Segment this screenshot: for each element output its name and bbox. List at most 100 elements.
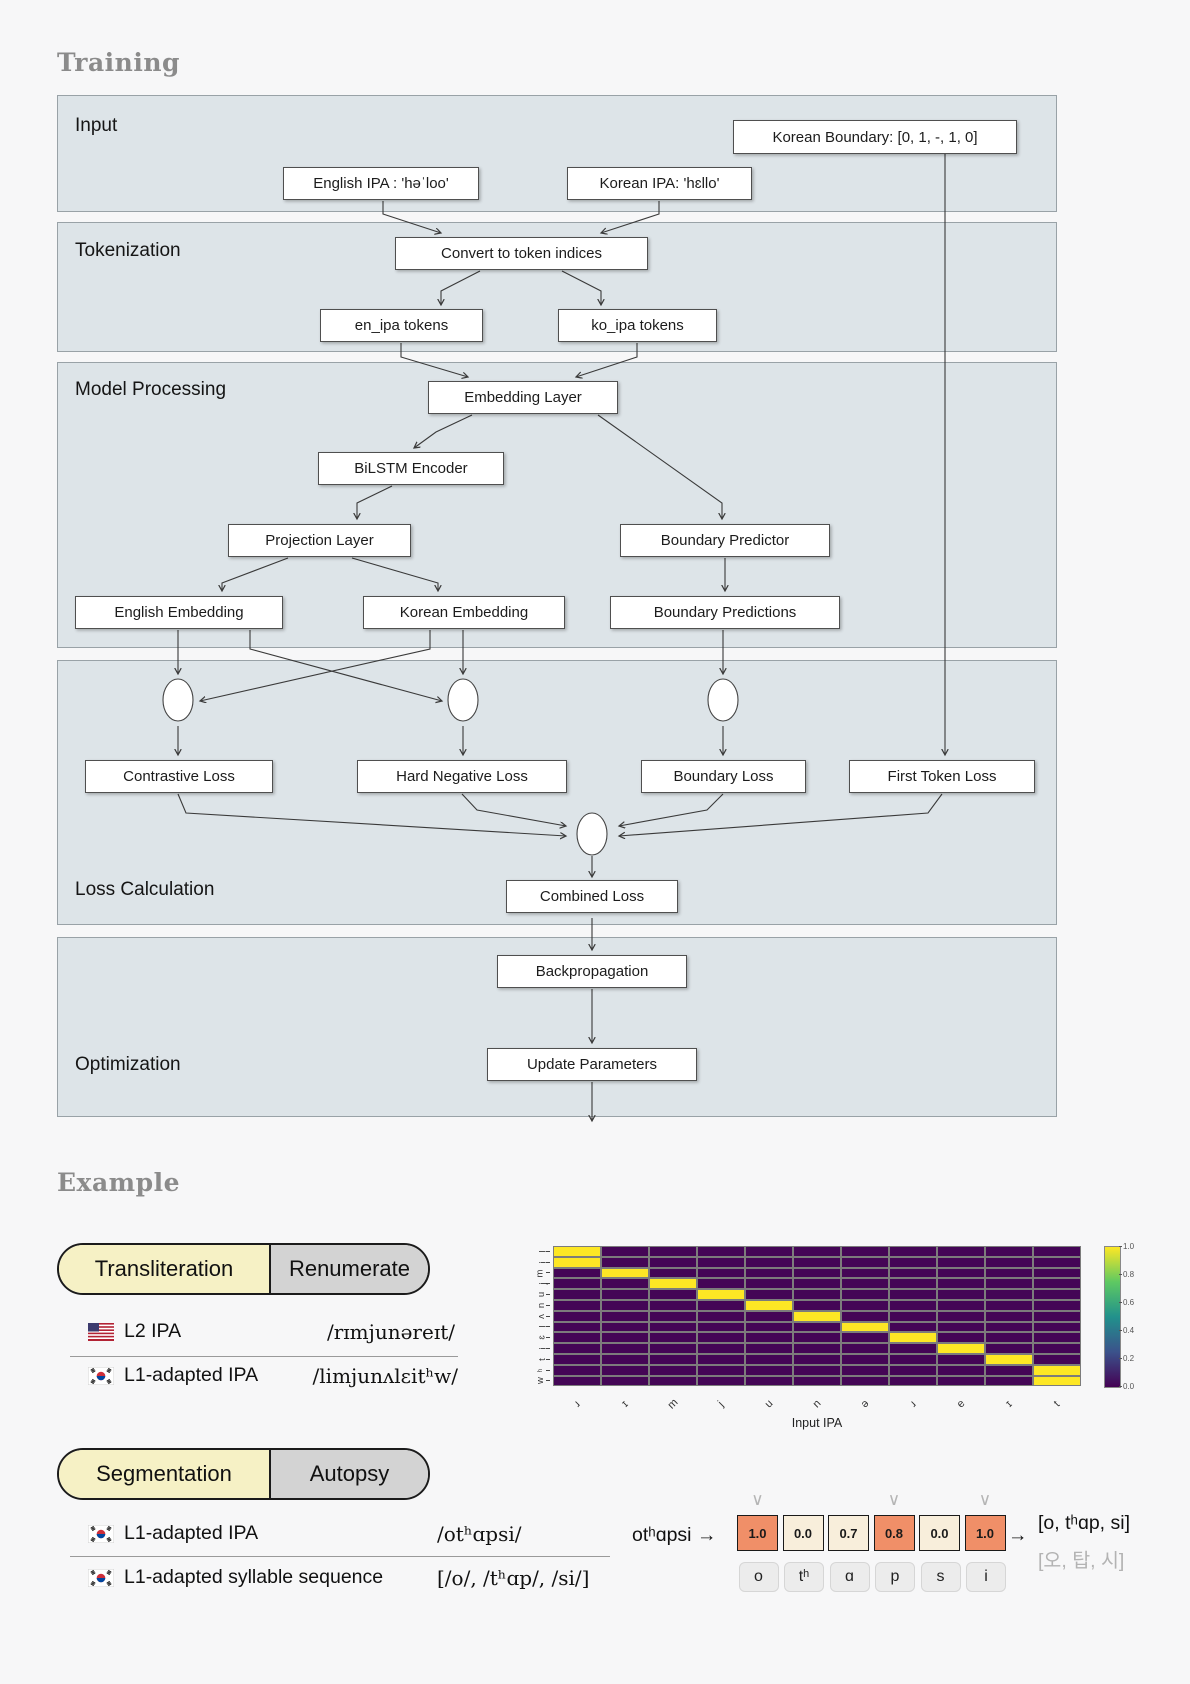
tab-segmentation[interactable]: Segmentation: [59, 1450, 271, 1498]
heatmap-cell: [553, 1364, 601, 1376]
l2-ipa-row-label: L2 IPA: [88, 1320, 181, 1343]
colorbar-tick-label: 0.0: [1123, 1382, 1135, 1391]
boundary-score-box: 1.0: [964, 1515, 1006, 1551]
heatmap-cell: [553, 1267, 601, 1279]
heatmap-cell: [601, 1267, 649, 1279]
heatmap-cell: [793, 1353, 841, 1365]
heatmap-cell: [553, 1343, 601, 1354]
heatmap-x-axis-title: Input IPA: [791, 1416, 843, 1430]
l2-ipa-label: L2 IPA: [124, 1320, 182, 1342]
heatmap-cell: [793, 1289, 841, 1300]
seg-syllable-value: [/o/, /tʰɑp/, /si/]: [437, 1566, 590, 1590]
boundary-caret-icon: ∨: [887, 1490, 901, 1509]
heatmap-cell: [985, 1278, 1033, 1290]
heatmap-y-tick: ʰ: [516, 1365, 550, 1376]
heatmap-cell: [937, 1256, 985, 1268]
heatmap-y-tick: u: [516, 1289, 550, 1300]
kr-flag-icon: [88, 1568, 114, 1587]
heatmap-cell: [889, 1353, 937, 1365]
node-combined-loss: Combined Loss: [506, 880, 678, 913]
node-convert-to-token-indices: Convert to token indices: [395, 237, 648, 270]
heatmap-cell: [889, 1375, 937, 1387]
heatmap-cell: [841, 1321, 889, 1333]
heatmap-cell: [697, 1310, 745, 1322]
heatmap-cell: [937, 1364, 985, 1376]
heatmap-cell: [745, 1289, 793, 1300]
boundary-score-box: 0.0: [919, 1515, 960, 1551]
node-english-embedding: English Embedding: [75, 596, 283, 629]
heatmap-cell: [697, 1353, 745, 1365]
kr-flag-icon: [88, 1524, 114, 1543]
heatmap-y-tick: n: [516, 1300, 550, 1311]
node-contrastive-loss: Contrastive Loss: [85, 760, 273, 793]
heatmap-cell: [745, 1375, 793, 1387]
tab-autopsy[interactable]: Autopsy: [271, 1450, 428, 1498]
colorbar-tick: [1119, 1358, 1122, 1359]
heatmap-cell: [649, 1256, 697, 1268]
heatmap-cell: [1033, 1267, 1081, 1279]
colorbar-tick-label: 0.2: [1123, 1354, 1135, 1363]
heatmap-cell: [553, 1246, 601, 1257]
heatmap-cell: [889, 1267, 937, 1279]
heatmap-cell: [601, 1321, 649, 1333]
boundary-caret-icon: ∨: [978, 1490, 992, 1509]
heatmap-cell: [937, 1299, 985, 1311]
heatmap-y-tick: i: [537, 1261, 550, 1264]
heatmap-cell: [1033, 1343, 1081, 1354]
heatmap-cell: [601, 1343, 649, 1354]
heatmap-cell: [1033, 1289, 1081, 1300]
right-arrow-icon: →: [1008, 1524, 1028, 1546]
phoneme-token-chip: tʰ: [784, 1562, 824, 1592]
phoneme-token-chip: ɑ: [829, 1562, 870, 1592]
heatmap-cell: [841, 1267, 889, 1279]
heatmap-cell: [553, 1289, 601, 1300]
heatmap-cell: [937, 1310, 985, 1322]
heatmap-cell: [889, 1289, 937, 1300]
phoneme-token-chip: o: [738, 1562, 779, 1592]
heatmap-cell: [649, 1246, 697, 1257]
heatmap-cell: [985, 1332, 1033, 1344]
seg-syllable-row-label: L1-adapted syllable sequence: [88, 1566, 383, 1589]
heatmap-cell: [841, 1343, 889, 1354]
heatmap-cell: [1033, 1246, 1081, 1257]
kr-flag-icon: [88, 1366, 114, 1385]
segmentation-divider: [70, 1556, 610, 1557]
heatmap-cell: [937, 1353, 985, 1365]
heatmap-y-tick: l: [537, 1250, 550, 1253]
heatmap-cell: [1033, 1278, 1081, 1290]
tab-transliteration[interactable]: Transliteration: [59, 1245, 271, 1293]
heatmap-cell: [793, 1299, 841, 1311]
heatmap-cell: [889, 1256, 937, 1268]
heatmap-y-tick: j: [537, 1282, 550, 1285]
heatmap-cell: [649, 1310, 697, 1322]
heatmap-cell: [1033, 1375, 1081, 1387]
node-update-parameters: Update Parameters: [487, 1048, 697, 1081]
heatmap-cell: [745, 1332, 793, 1344]
node-boundary-loss: Boundary Loss: [641, 760, 806, 793]
node-korean-ipa: Korean IPA: 'hɛllo': [567, 167, 752, 200]
l1-ipa-label: L1-adapted IPA: [124, 1364, 259, 1386]
heatmap-cell: [697, 1321, 745, 1333]
heatmap-cell: [553, 1256, 601, 1268]
node-bilstm-encoder: BiLSTM Encoder: [318, 452, 504, 485]
heatmap-colorbar: [1104, 1246, 1121, 1388]
heatmap-cell: [745, 1310, 793, 1322]
segmentation-output: [o, tʰɑp, si]: [1038, 1512, 1131, 1534]
heatmap-cell: [601, 1332, 649, 1344]
heatmap-cell: [601, 1353, 649, 1365]
heatmap-cell: [601, 1364, 649, 1376]
heatmap-cell: [553, 1310, 601, 1322]
heatmap-cell: [841, 1256, 889, 1268]
seg-l1-ipa-row-label: L1-adapted IPA: [88, 1522, 258, 1545]
node-embedding-layer: Embedding Layer: [428, 381, 618, 414]
heatmap-cell: [841, 1353, 889, 1365]
heatmap-cell: [793, 1246, 841, 1257]
label-tokenization: Tokenization: [75, 240, 181, 261]
heatmap-cell: [649, 1278, 697, 1290]
heatmap-cell: [793, 1375, 841, 1387]
heatmap-cell: [697, 1332, 745, 1344]
heatmap-cell: [601, 1299, 649, 1311]
heatmap-cell: [889, 1278, 937, 1290]
heatmap-cell: [745, 1353, 793, 1365]
tab-renumerate[interactable]: Renumerate: [271, 1245, 428, 1293]
